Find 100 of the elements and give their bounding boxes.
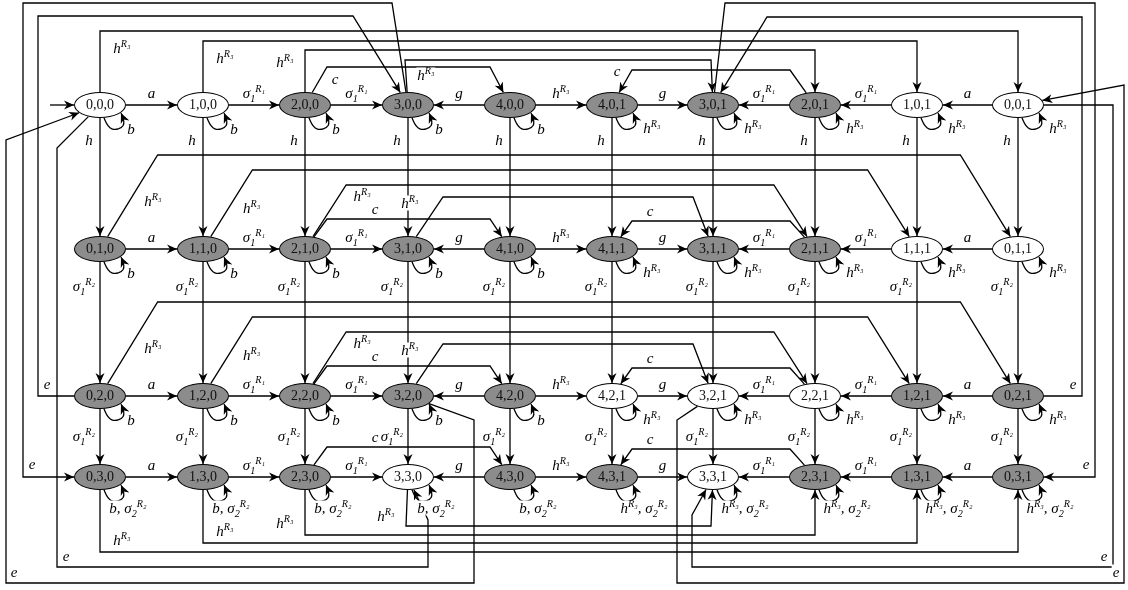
state-ellipse: 1,2,0: [177, 383, 229, 409]
state-ellipse: 0,2,0: [74, 383, 126, 409]
transition-arrow: [433, 391, 485, 401]
edge-label: b: [126, 412, 136, 428]
transition-arrow: [433, 472, 485, 482]
transition-arrow: [810, 117, 820, 237]
transition-arrow: [535, 472, 587, 482]
edge-label: b: [536, 121, 546, 137]
edge-label: h$^{R₃}$: [143, 193, 163, 208]
transition-arrow: [210, 316, 910, 385]
transition-arrow: [22, 2, 407, 482]
edge-label: b: [331, 265, 341, 281]
transition-arrow: [330, 472, 383, 482]
transition-arrow: [95, 117, 105, 237]
self-loop-arrow: [818, 256, 845, 275]
edge-label: h$^{R₃}$: [947, 120, 967, 136]
state-ellipse: 3,3,1: [687, 464, 739, 490]
transition-arrow: [49, 100, 75, 110]
state-ellipse: 1,0,1: [891, 92, 943, 118]
state-ellipse: 4,3,1: [586, 464, 638, 490]
transition-arrow: [535, 391, 587, 401]
edge-label: h$^{R₃}$: [845, 120, 865, 136]
state-ellipse: 4,2,1: [586, 383, 638, 409]
transition-arrow: [708, 117, 718, 237]
edge-label: h$^{R₃}$: [551, 229, 571, 245]
edge-label: b: [434, 265, 444, 281]
transition-arrow: [840, 472, 892, 482]
transition-arrow: [403, 408, 413, 465]
edge-label: b: [434, 412, 444, 428]
edge-label: h: [697, 132, 707, 148]
transition-arrow: [535, 244, 587, 254]
state-ellipse: 0,0,1: [992, 92, 1044, 118]
transition-arrow: [304, 49, 820, 93]
transition-arrow: [840, 100, 892, 110]
edge-label: h$^{R₃}$: [845, 411, 865, 427]
transition-arrow: [607, 408, 617, 465]
state-ellipse: 0,3,1: [992, 464, 1044, 490]
transition-arrow: [607, 261, 617, 384]
transition-arrow: [738, 100, 790, 110]
state-ellipse: 2,0,0: [279, 92, 331, 118]
state-ellipse: 4,0,0: [484, 92, 536, 118]
transition-arrow: [713, 2, 1096, 482]
state-ellipse: 1,3,0: [177, 464, 229, 490]
transition-arrow: [125, 391, 178, 401]
self-loop-arrow: [103, 256, 130, 275]
transition-arrow: [228, 244, 280, 254]
transition-arrow: [505, 261, 515, 384]
state-ellipse: 2,1,1: [789, 236, 841, 262]
edge-label: h$^{R₃}$: [947, 411, 967, 427]
edge-label: h$^{R₃}$: [551, 376, 571, 392]
transition-arrow: [840, 391, 892, 401]
state-ellipse: 4,1,1: [586, 236, 638, 262]
state-ellipse: 1,1,0: [177, 236, 229, 262]
edge-label: b: [126, 121, 136, 137]
edge-label: h: [289, 132, 299, 148]
state-ellipse: 2,3,1: [789, 464, 841, 490]
edge-label: h$^{R₃}$: [743, 411, 763, 427]
edge-label: b: [536, 265, 546, 281]
self-loop-arrow: [103, 112, 130, 131]
edge-label: h: [84, 132, 94, 148]
state-ellipse: 4,2,0: [484, 383, 536, 409]
state-ellipse: 0,3,0: [74, 464, 126, 490]
state-ellipse: 2,3,0: [279, 464, 331, 490]
edge-label: h$^{R₃}$: [275, 515, 295, 531]
self-loop-arrow: [1021, 256, 1048, 275]
self-loop-arrow: [615, 112, 642, 131]
self-loop-arrow: [206, 256, 233, 275]
transition-arrow: [312, 184, 808, 238]
edge-label: h$^{R₃}$: [1048, 120, 1068, 136]
transition-arrow: [912, 261, 922, 384]
edge-label: h: [596, 132, 606, 148]
transition-arrow: [198, 117, 208, 237]
transition-arrow: [403, 261, 413, 384]
self-loop-arrow: [920, 112, 947, 131]
edge-label: h$^{R₃}$: [143, 340, 163, 355]
edge-label: h: [187, 132, 197, 148]
edge-label: h$^{R₃}$: [352, 188, 372, 204]
transition-arrow: [405, 489, 717, 527]
transition-arrow: [228, 100, 280, 110]
edge-label: h$^{R₃}$: [743, 120, 763, 136]
transition-arrow: [637, 391, 688, 401]
transition-arrow: [1013, 117, 1023, 237]
transition-arrow: [942, 472, 993, 482]
edge-label: b: [536, 412, 546, 428]
transition-arrow: [330, 391, 383, 401]
state-ellipse: 4,3,0: [484, 464, 536, 490]
transition-arrow: [620, 367, 806, 385]
self-loop-arrow: [716, 403, 743, 422]
transition-arrow: [810, 408, 820, 465]
transition-arrow: [738, 244, 790, 254]
self-loop-arrow: [206, 403, 233, 422]
transition-arrow: [708, 408, 718, 465]
edge-label: h$^{R₃}$: [642, 411, 662, 427]
edge-label: h$^{R₃}$: [400, 342, 420, 358]
self-loop-arrow: [411, 403, 438, 422]
state-ellipse: 3,1,0: [382, 236, 434, 262]
transition-arrow: [312, 331, 808, 385]
state-ellipse: 0,0,0: [74, 92, 126, 118]
edge-label: h$^{R₃}$: [642, 264, 662, 280]
transition-arrow: [125, 472, 178, 482]
